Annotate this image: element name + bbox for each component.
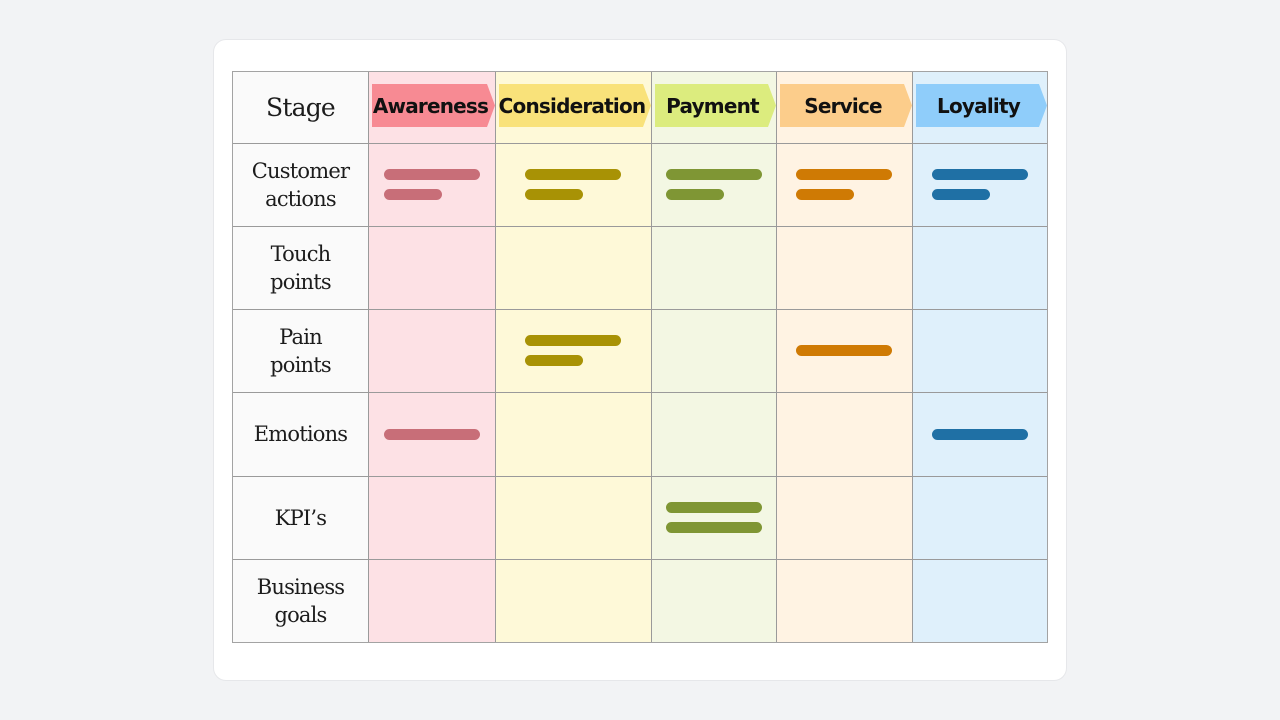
row-divider — [233, 559, 1047, 560]
row-divider — [233, 143, 1047, 144]
row-divider — [233, 226, 1047, 227]
column-divider — [776, 72, 777, 642]
row-label: Touch points — [270, 241, 332, 294]
placeholder-bar — [666, 169, 762, 180]
placeholder-bar — [932, 169, 1028, 180]
placeholder-bar — [796, 169, 892, 180]
stage-column-service — [776, 72, 912, 642]
row-label: Customer actions — [251, 158, 350, 211]
stage-column-awareness — [368, 72, 495, 642]
row-divider — [233, 392, 1047, 393]
stage-tag-service: Service — [780, 84, 912, 127]
row-label: Pain points — [270, 324, 332, 377]
placeholder-bar — [932, 189, 990, 200]
placeholder-bar — [384, 169, 480, 180]
row-divider — [233, 476, 1047, 477]
placeholder-bar — [525, 335, 621, 346]
placeholder-bar — [525, 355, 583, 366]
placeholder-bar — [384, 428, 480, 440]
stage-column-payment — [651, 72, 776, 642]
stage-header-label: Stage — [266, 92, 336, 122]
column-divider — [651, 72, 652, 642]
stage-column-loyality — [912, 72, 1047, 642]
placeholder-bar — [666, 189, 724, 200]
row-label: KPI’s — [274, 505, 327, 530]
stage-tag-payment: Payment — [655, 84, 776, 127]
placeholder-bar — [796, 189, 854, 200]
stage-tag-loyality: Loyality — [916, 84, 1047, 127]
placeholder-bar — [525, 169, 621, 180]
placeholder-bar — [666, 522, 762, 533]
row-divider — [233, 309, 1047, 310]
placeholder-bar — [666, 502, 762, 513]
row-label: Emotions — [253, 422, 348, 446]
row-label: Business goals — [256, 574, 345, 627]
stage-tag-consideration: Consideration — [499, 84, 651, 127]
column-divider — [368, 72, 369, 642]
placeholder-bar — [525, 189, 583, 200]
column-divider — [912, 72, 913, 642]
placeholder-bar — [796, 345, 892, 356]
stage-tag-awareness: Awareness — [372, 84, 495, 127]
column-divider — [495, 72, 496, 642]
row-label-column — [233, 72, 368, 642]
placeholder-bar — [384, 189, 442, 200]
placeholder-bar — [932, 428, 1028, 440]
